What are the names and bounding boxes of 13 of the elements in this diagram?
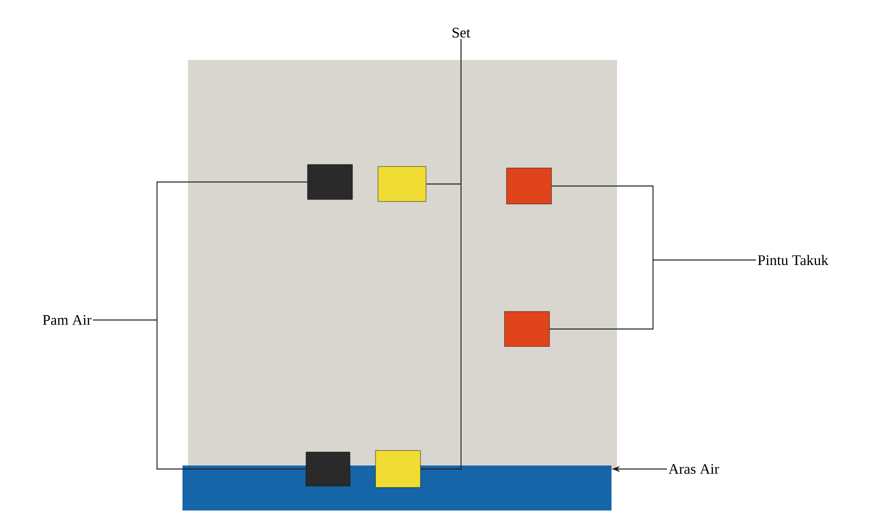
square-block <box>506 168 552 204</box>
label-text: Set <box>452 28 470 38</box>
leader-line <box>92 320 306 470</box>
square-block <box>504 311 550 347</box>
leader-line <box>549 260 756 330</box>
label-text: Pintu Takuk <box>758 254 828 266</box>
square-block <box>307 164 353 200</box>
square-block <box>306 452 350 486</box>
square-block <box>375 450 421 488</box>
leader-line <box>420 38 462 470</box>
label-text: Pam Air <box>42 315 92 325</box>
square-block <box>378 166 426 202</box>
label-text: Aras Air <box>668 464 720 474</box>
